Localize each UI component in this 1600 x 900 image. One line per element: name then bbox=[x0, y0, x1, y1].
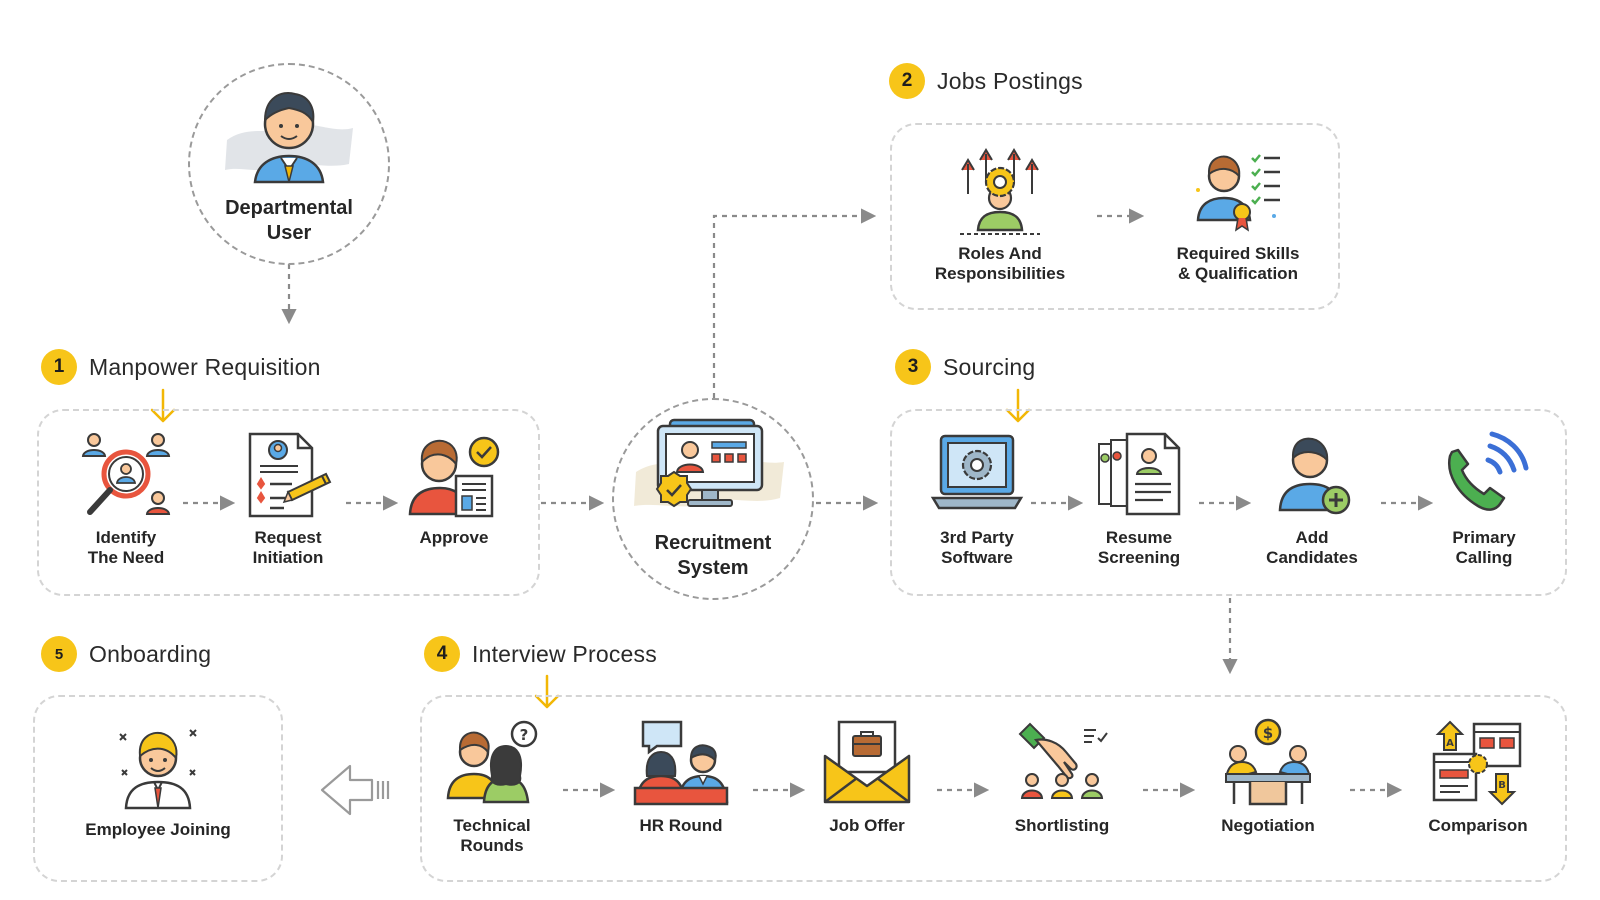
section-onboarding-header: 5 Onboarding bbox=[41, 636, 211, 672]
shortlisting-hand-icon bbox=[1018, 722, 1108, 799]
skills-checklist-icon bbox=[1196, 154, 1280, 232]
step-comparison: A B Comparison bbox=[1393, 718, 1563, 836]
svg-text:B: B bbox=[1498, 780, 1506, 791]
step-shortlisting: Shortlisting bbox=[977, 718, 1147, 836]
section-number-badge: 3 bbox=[895, 349, 931, 385]
comparison-icon: A B bbox=[1432, 720, 1522, 806]
step-label: Negotiation bbox=[1221, 816, 1315, 835]
step-job-offer: Job Offer bbox=[782, 718, 952, 836]
resume-icon bbox=[1098, 432, 1181, 516]
approve-person-icon bbox=[408, 436, 500, 518]
step-label: Comparison bbox=[1428, 816, 1528, 835]
step-primary-calling: Primary Calling bbox=[1399, 430, 1569, 568]
section-manpower-box bbox=[37, 409, 540, 596]
recruitment-system-circle bbox=[612, 398, 814, 600]
request-form-icon bbox=[248, 432, 332, 518]
step-negotiation: $ Negotiation bbox=[1183, 718, 1353, 836]
departmental-user-circle bbox=[188, 63, 390, 265]
step-identify-the-need: Identify The Need bbox=[41, 430, 211, 568]
step-label: Required Skills & Qualification bbox=[1176, 244, 1300, 283]
section-interview-box bbox=[420, 695, 1567, 882]
step-request-initiation: Request Initiation bbox=[203, 430, 373, 568]
step-label: Job Offer bbox=[829, 816, 905, 835]
step-label: 3rd Party Software bbox=[940, 528, 1014, 567]
step-label: Employee Joining bbox=[85, 820, 231, 839]
step-approve: Approve bbox=[369, 430, 539, 548]
step-employee-joining: Employee Joining bbox=[73, 720, 243, 840]
svg-text:$: $ bbox=[1263, 724, 1273, 742]
step-label: Primary Calling bbox=[1452, 528, 1516, 567]
negotiation-icon: $ bbox=[1224, 718, 1312, 806]
step-label: Identify The Need bbox=[87, 528, 165, 567]
step-label: Technical Rounds bbox=[453, 816, 531, 855]
arrow-system-to-jobs bbox=[712, 208, 877, 398]
section-number-badge: 4 bbox=[424, 636, 460, 672]
yellow-down-arrows bbox=[150, 388, 1031, 709]
step-add-candidates: Add Candidates bbox=[1227, 430, 1397, 568]
svg-text:A: A bbox=[1446, 738, 1454, 749]
search-people-icon bbox=[81, 433, 171, 515]
section-onboarding-box bbox=[33, 695, 283, 882]
step-label: Add Candidates bbox=[1266, 528, 1358, 567]
step-roles-and-responsibilities: Roles And Responsibilities bbox=[915, 146, 1085, 284]
step-label: Resume Screening bbox=[1097, 528, 1181, 567]
section-sourcing-box bbox=[890, 409, 1567, 596]
step-resume-screening: Resume Screening bbox=[1054, 430, 1224, 568]
departmental-user-label: Departmental User bbox=[225, 197, 353, 244]
section-title: Manpower Requisition bbox=[89, 353, 321, 380]
step-hr-round: HR Round bbox=[596, 718, 766, 836]
arrow-interview-to-onboarding bbox=[320, 764, 390, 816]
step-label: Roles And Responsibilities bbox=[934, 244, 1066, 283]
section-manpower-header: 1 Manpower Requisition bbox=[41, 349, 321, 385]
section-title: Jobs Postings bbox=[937, 67, 1083, 94]
employee-joining-icon bbox=[119, 729, 197, 810]
job-offer-envelope-icon bbox=[823, 720, 911, 804]
step-3rd-party-software: 3rd Party Software bbox=[892, 430, 1062, 568]
section-jobs-box bbox=[890, 123, 1340, 310]
section-title: Interview Process bbox=[472, 640, 657, 667]
section-sourcing-header: 3 Sourcing bbox=[895, 349, 1035, 385]
roles-gear-icon bbox=[960, 148, 1040, 235]
step-required-skills: Required Skills & Qualification bbox=[1153, 146, 1323, 284]
svg-text:?: ? bbox=[520, 726, 529, 744]
recruitment-system-label: Recruitment System bbox=[654, 532, 772, 579]
phone-call-icon bbox=[1448, 431, 1529, 511]
section-title: Onboarding bbox=[89, 640, 212, 667]
add-candidate-icon bbox=[1278, 437, 1351, 515]
step-technical-rounds: ? Technical Rounds bbox=[407, 718, 577, 856]
step-label: HR Round bbox=[639, 816, 723, 835]
step-label: Approve bbox=[419, 528, 489, 547]
technical-round-icon: ? bbox=[446, 720, 538, 804]
laptop-gear-icon bbox=[930, 434, 1024, 510]
section-interview-header: 4 Interview Process bbox=[424, 636, 657, 672]
section-title: Sourcing bbox=[943, 353, 1036, 380]
departmental-user-icon bbox=[225, 92, 353, 184]
hr-round-icon bbox=[633, 720, 729, 806]
step-label: Request Initiation bbox=[252, 528, 324, 567]
step-label: Shortlisting bbox=[1014, 816, 1110, 835]
section-number-badge: 2 bbox=[889, 63, 925, 99]
section-number-badge: 5 bbox=[41, 636, 77, 672]
section-jobs-header: 2 Jobs Postings bbox=[889, 63, 1083, 99]
recruitment-system-icon bbox=[634, 418, 784, 508]
section-number-badge: 1 bbox=[41, 349, 77, 385]
